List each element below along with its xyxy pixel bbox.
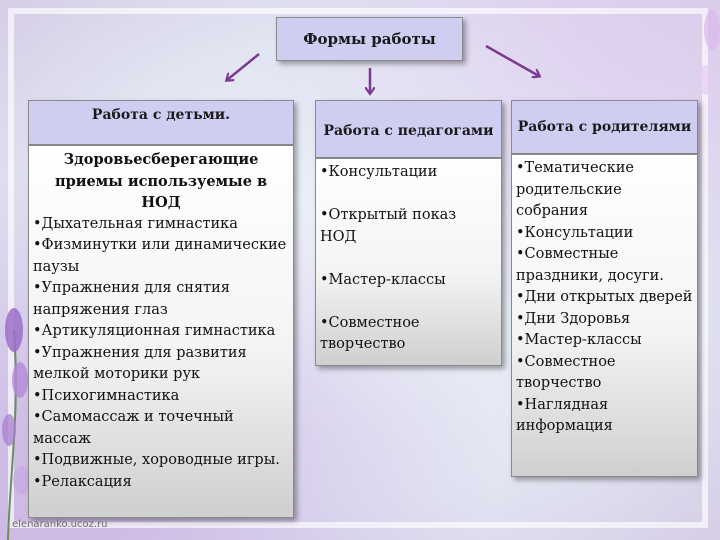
- children-list-title-line-1: Здоровьесберегающие: [63, 151, 259, 168]
- list-spacer: [320, 184, 497, 206]
- children-list-title-line-2: приемы используемые в НОД: [54, 172, 268, 212]
- arrow-left-icon: [227, 53, 260, 80]
- list-item: •Тематические родительские собрания: [516, 160, 635, 219]
- main-title-box: Формы работы: [276, 17, 463, 61]
- list-item: •Упражнения для снятия напряжения глаз: [33, 280, 230, 318]
- list-spacer: [320, 291, 497, 313]
- list-item: •Дни открытых дверей: [516, 289, 693, 305]
- list-item: •Мастер-классы: [320, 271, 446, 288]
- list-item: •Консультации: [320, 164, 438, 180]
- children-work-list: Здоровьесберегающие приемы используемые …: [28, 145, 294, 518]
- list-spacer: [320, 248, 497, 270]
- list-item: •Артикуляционная гимнастика: [33, 323, 276, 339]
- list-item: •Релаксация: [33, 473, 132, 490]
- list-item: •Совместные праздники, досуги.: [516, 246, 664, 284]
- children-work-header: Работа с детьми.: [28, 100, 294, 145]
- list-item: •Совместное творчество: [516, 353, 616, 392]
- list-item: •Психогимнастика: [33, 387, 180, 404]
- parents-work-list: •Тематические родительские собрания •Кон…: [511, 154, 698, 477]
- list-item: •Дни Здоровья: [516, 310, 631, 327]
- list-item: •Наглядная информация: [516, 396, 613, 435]
- list-item: •Физминутки или динамические паузы: [33, 237, 287, 275]
- list-item: •Упражнения для развития мелкой моторики…: [33, 344, 247, 383]
- parents-work-header: Работа с родителями: [511, 100, 698, 154]
- list-item: •Самомассаж и точечный массаж: [33, 409, 234, 447]
- list-item: •Дыхательная гимнастика: [33, 215, 238, 232]
- main-title: Формы работы: [303, 30, 436, 48]
- list-item: •Консультации: [516, 224, 634, 241]
- arrow-right-icon: [485, 44, 539, 76]
- list-item: •Открытый показ НОД: [320, 207, 457, 245]
- list-item: •Мастер-классы: [516, 332, 642, 348]
- teachers-work-header: Работа с педагогами: [315, 100, 502, 158]
- list-item: •Совместное творчество: [320, 314, 420, 353]
- teachers-work-list: •Консультации •Открытый показ НОД •Масте…: [315, 158, 502, 366]
- watermark: elenaranko.ucoz.ru: [12, 519, 108, 530]
- list-item: •Подвижные, хороводные игры.: [33, 452, 280, 468]
